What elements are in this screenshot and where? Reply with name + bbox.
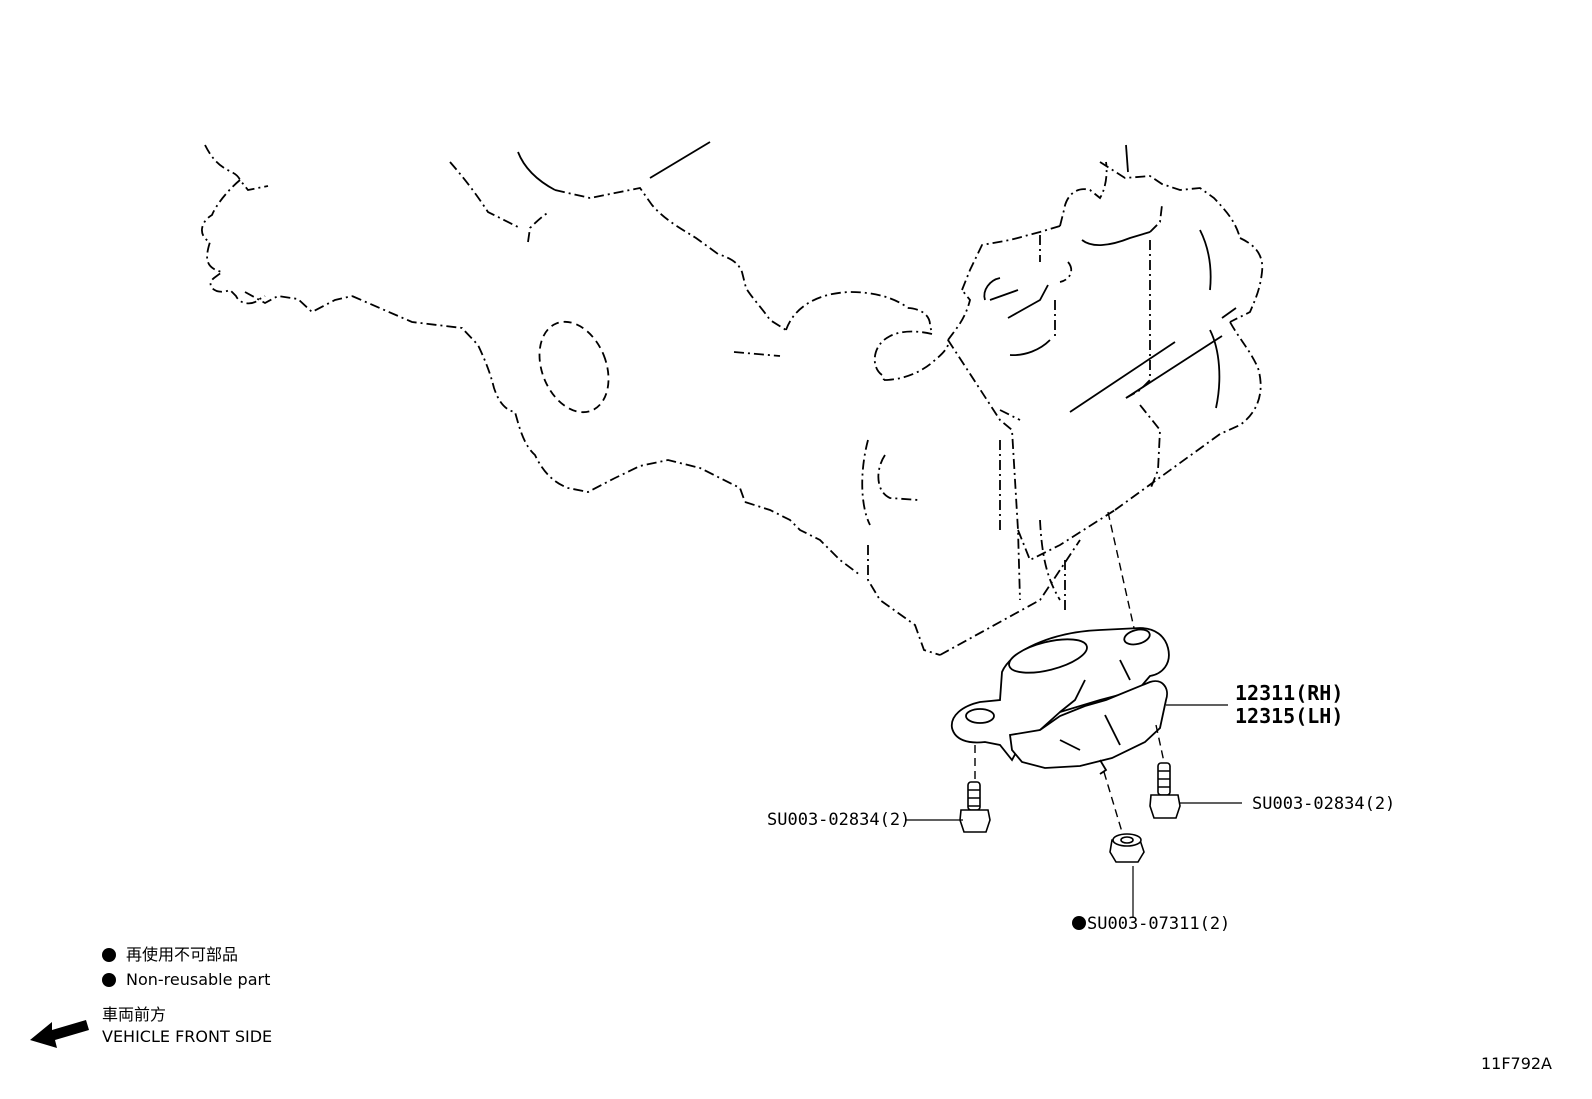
- nut: [1109, 833, 1145, 863]
- front-direction-arrow-icon: [30, 1020, 89, 1048]
- nut-label: SU003-07311(2): [1087, 914, 1230, 934]
- bolt-left-label: SU003-02834(2): [767, 810, 910, 830]
- front-label-en: VEHICLE FRONT SIDE: [102, 1027, 273, 1046]
- part-number-rh: 12311(RH): [1235, 681, 1343, 705]
- legend-non-reusable-en: Non-reusable part: [102, 970, 270, 990]
- bolt-right-label: SU003-02834(2): [1252, 794, 1395, 814]
- front-label-jp: 車両前方: [102, 1005, 167, 1024]
- legend-non-reusable-jp: 再使用不可部品: [102, 945, 238, 965]
- non-reusable-marker-icon: [1072, 916, 1086, 930]
- bolt-right: [1149, 762, 1181, 819]
- non-reusable-dot-icon: [102, 973, 116, 987]
- legend-en-text: Non-reusable part: [126, 970, 271, 989]
- non-reusable-dot-icon: [102, 948, 116, 962]
- legend-jp-text: 再使用不可部品: [126, 945, 239, 964]
- engine-mount-bracket: [950, 627, 1170, 775]
- leader-lines: [905, 704, 1242, 918]
- alignment-lines: [974, 511, 1165, 833]
- bolt-left: [959, 781, 991, 833]
- part-number-lh: 12315(LH): [1235, 704, 1343, 728]
- diagram-code: 11F792A: [1480, 1054, 1552, 1073]
- engine-outline: [201, 141, 1264, 656]
